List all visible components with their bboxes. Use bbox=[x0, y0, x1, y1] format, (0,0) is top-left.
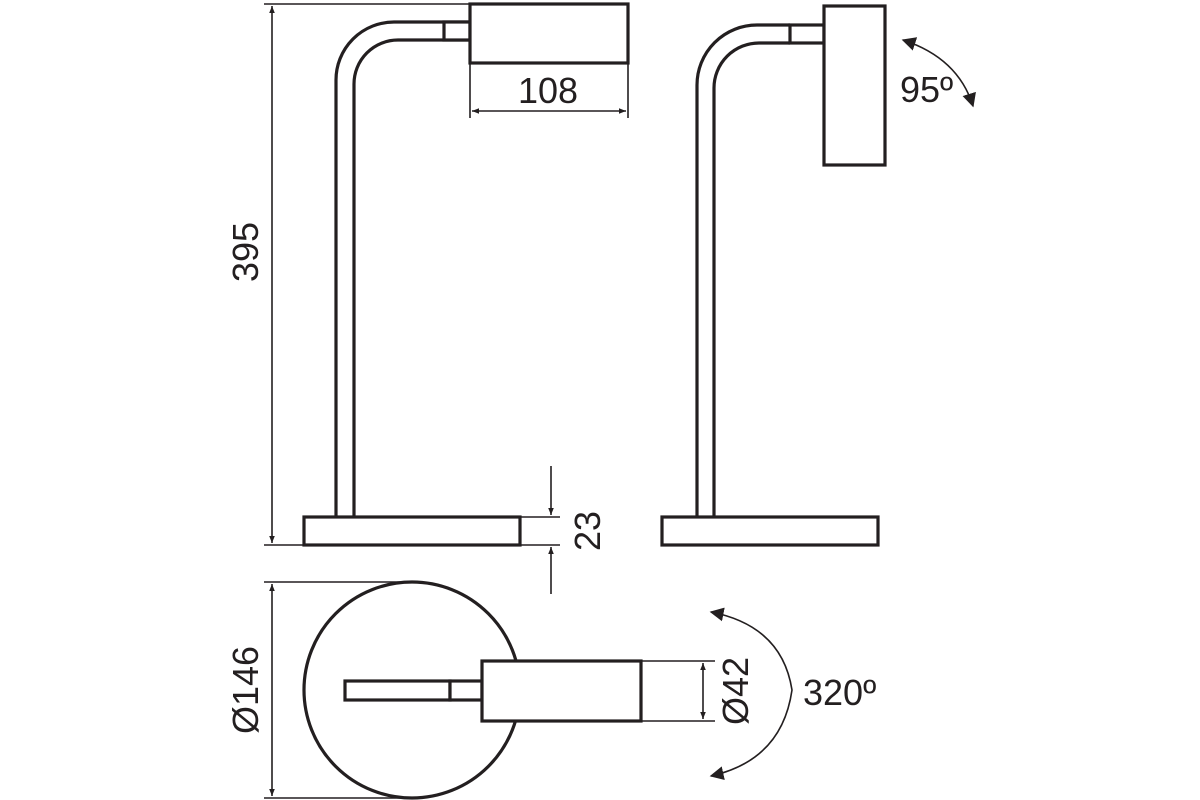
side-view bbox=[660, 4, 887, 547]
dimension-base-diameter: Ø146 bbox=[225, 581, 412, 799]
side-arm-joint bbox=[788, 23, 826, 45]
front-arm-outer bbox=[334, 20, 470, 517]
top-view bbox=[302, 580, 643, 800]
front-view bbox=[302, 2, 630, 547]
head-rotation-label: 320º bbox=[803, 672, 876, 713]
side-arm-outer bbox=[695, 23, 790, 517]
base-height-label: 23 bbox=[567, 511, 608, 551]
head-length-label: 108 bbox=[518, 70, 578, 111]
side-base bbox=[660, 515, 880, 547]
front-arm-inner bbox=[352, 38, 470, 517]
front-base bbox=[302, 515, 522, 547]
front-lamp-head bbox=[468, 2, 630, 65]
head-diameter-label: Ø42 bbox=[715, 657, 756, 725]
top-arm bbox=[343, 679, 452, 702]
base-diameter-label: Ø146 bbox=[225, 646, 266, 734]
angle-head-rotation: 320º bbox=[709, 607, 876, 781]
total-height-label: 395 bbox=[225, 222, 266, 282]
dimension-head-diameter: Ø42 bbox=[641, 657, 756, 725]
dimension-head-length: 108 bbox=[469, 63, 629, 118]
side-lamp-head bbox=[822, 4, 887, 167]
head-tilt-label: 95º bbox=[900, 69, 953, 110]
side-arm-inner bbox=[712, 41, 790, 517]
dimension-base-height: 23 bbox=[520, 466, 608, 594]
dimension-total-height: 395 bbox=[225, 3, 470, 546]
angle-head-tilt: 95º bbox=[900, 37, 976, 110]
top-lamp-head bbox=[480, 659, 643, 723]
top-arm-joint bbox=[448, 679, 484, 702]
front-arm-joint bbox=[442, 20, 472, 42]
